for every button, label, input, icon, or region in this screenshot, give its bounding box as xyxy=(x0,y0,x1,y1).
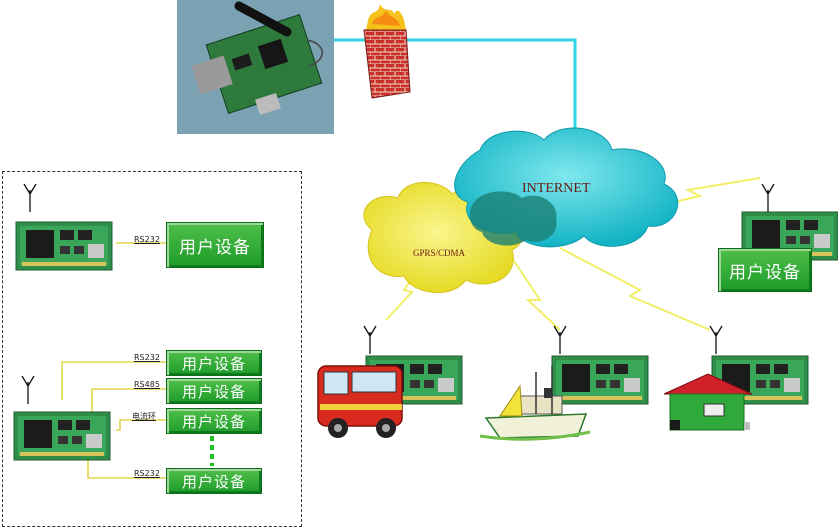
internet-label: INTERNET xyxy=(522,181,591,196)
user-device-right: 用户设备 xyxy=(718,248,812,292)
serial-interface-panel xyxy=(2,171,302,527)
port-label-current-loop: 电流环 xyxy=(132,412,156,421)
user-device-3: 用户设备 xyxy=(166,408,262,434)
port-label-rs232-top: RS232 xyxy=(134,235,160,244)
gprs-module-photo xyxy=(177,0,334,134)
port-label-rs232-bottom: RS232 xyxy=(134,469,160,478)
port-label-rs485: RS485 xyxy=(134,380,160,389)
house-icon xyxy=(663,373,753,431)
left-panel-wires xyxy=(61,242,166,479)
bus-icon xyxy=(317,365,403,438)
internet-uplink xyxy=(305,38,577,140)
user-device-top: 用户设备 xyxy=(166,222,264,268)
firewall-icon xyxy=(363,4,411,99)
modem-board-ship xyxy=(551,325,649,405)
internet-cloud xyxy=(454,127,679,248)
ship-icon xyxy=(479,366,591,441)
user-device-1: 用户设备 xyxy=(166,350,262,376)
user-device-2: 用户设备 xyxy=(166,378,262,404)
port-label-rs232: RS232 xyxy=(134,353,160,362)
user-device-4: 用户设备 xyxy=(166,468,262,494)
gprs-cdma-label: GPRS/CDMA xyxy=(413,248,466,258)
